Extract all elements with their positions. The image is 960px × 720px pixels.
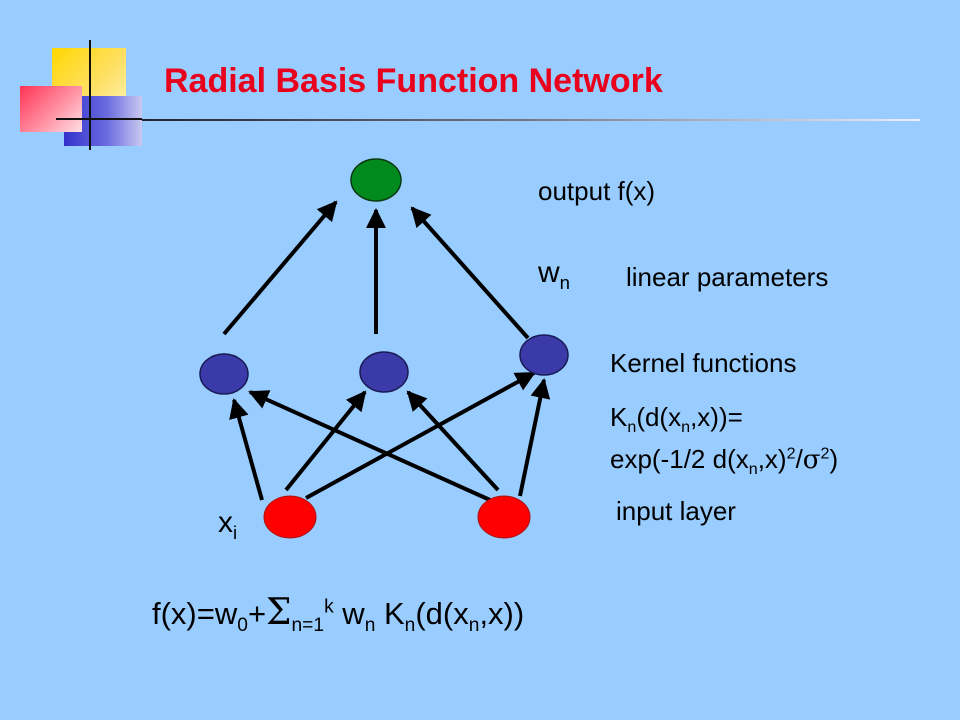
input-node-2 bbox=[477, 495, 531, 539]
hidden-node-1 bbox=[199, 353, 249, 395]
logo-red-square bbox=[20, 86, 82, 132]
weight-label: wn bbox=[538, 256, 570, 294]
output-label: output f(x) bbox=[538, 176, 656, 206]
kernel-eq2-a: exp(-1/2 d(x bbox=[610, 444, 749, 474]
kernel-eq2-sup: 2 bbox=[786, 444, 796, 463]
kernel-equation-line1: Kn(d(xn,x))= bbox=[610, 402, 743, 437]
formula-k: K bbox=[375, 596, 405, 631]
formula-kn-sub: n bbox=[404, 615, 416, 637]
edge-hidden1-output bbox=[222, 200, 338, 336]
kernel-equation-line2: exp(-1/2 d(xn,x)2/σ2) bbox=[610, 444, 838, 479]
formula-p6: ,x)) bbox=[479, 596, 525, 631]
weight-label-sub: n bbox=[559, 272, 571, 293]
formula-p5: (d(x bbox=[415, 596, 469, 631]
output-node bbox=[350, 158, 402, 202]
title-rule bbox=[142, 119, 920, 121]
rbf-formula: f(x)=w0+Σn=1k wn Kn(d(xn,x)) bbox=[152, 592, 524, 637]
input-var-base: x bbox=[218, 506, 233, 539]
formula-plus: + bbox=[247, 596, 267, 631]
formula-sum-sub: n=1 bbox=[291, 615, 325, 637]
hidden-node-3 bbox=[519, 334, 569, 376]
kernel-k: K bbox=[610, 402, 628, 432]
edge-input2-hidden1 bbox=[248, 390, 491, 502]
input-node-1 bbox=[263, 495, 317, 539]
input-variable-label: xi bbox=[218, 506, 237, 544]
logo-horizontal-line bbox=[56, 118, 142, 120]
edge-input1-hidden1 bbox=[229, 398, 264, 501]
sigma-symbol: σ bbox=[802, 445, 821, 475]
formula-w: w bbox=[333, 596, 365, 631]
edge-hidden3-output bbox=[410, 206, 530, 340]
kernel-eq2-x-sub: n bbox=[748, 460, 758, 479]
corner-logo bbox=[0, 0, 160, 160]
kernel-functions-label: Kernel functions bbox=[610, 348, 797, 378]
formula-sum-sup: k bbox=[324, 596, 334, 618]
kernel-eq1-a: (d(x bbox=[636, 402, 682, 432]
kernel-eq1-x-sub: n bbox=[681, 418, 691, 437]
input-var-sub: i bbox=[233, 522, 238, 543]
linear-parameters-label: linear parameters bbox=[626, 262, 829, 292]
sigma-sup: 2 bbox=[820, 444, 830, 463]
kernel-eq2-b: ,x) bbox=[757, 444, 787, 474]
slide-title: Radial Basis Function Network bbox=[164, 62, 663, 100]
edge-input1-hidden2 bbox=[284, 390, 367, 492]
kernel-eq2-close: ) bbox=[829, 444, 839, 474]
kernel-k-sub: n bbox=[627, 418, 637, 437]
edge-input2-hidden3 bbox=[518, 378, 551, 497]
weight-label-base: w bbox=[538, 256, 560, 289]
logo-vertical-line bbox=[89, 40, 91, 150]
formula-wn-sub: n bbox=[364, 615, 376, 637]
formula-xn-sub: n bbox=[468, 615, 480, 637]
input-layer-label: input layer bbox=[616, 496, 736, 526]
formula-w-sub: 0 bbox=[237, 615, 248, 637]
edge-input2-hidden2 bbox=[406, 390, 500, 492]
hidden-node-2 bbox=[359, 351, 409, 393]
kernel-eq2-slash: / bbox=[795, 444, 803, 474]
summation-symbol: Σ bbox=[266, 592, 292, 633]
kernel-eq1-b: ,x))= bbox=[690, 402, 743, 432]
formula-p1: f(x)=w bbox=[152, 596, 238, 631]
edge-input1-hidden3 bbox=[305, 371, 536, 500]
